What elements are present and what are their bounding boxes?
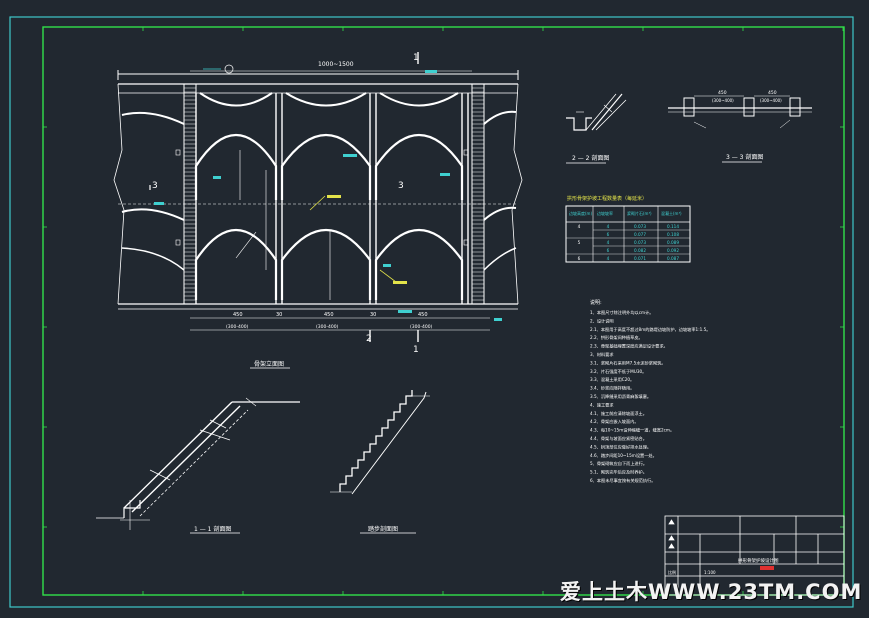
section-mark-2: 2 <box>366 334 372 344</box>
notes-line: 3.4、砂浆应随拌随用。 <box>590 385 634 392</box>
dim-bottom-5: 450 <box>418 312 428 318</box>
section-1-caption: 1 — 1 剖面图 <box>194 525 231 533</box>
elevation-caption: 骨架立面图 <box>254 360 284 368</box>
dim-bottom-sub-1: (300-400) <box>226 324 249 330</box>
notes-line: 5.1、砌筑完毕后应及时养护。 <box>590 469 647 476</box>
table-cell: 0.073 <box>634 224 646 229</box>
notes-line: 4.2、骨架应嵌入坡面内。 <box>590 418 639 425</box>
elevation-labels: 1000~1500 1 1 2 3 3 450 30 450 30 450 (3… <box>152 53 433 368</box>
notes-line: 4.3、每10~15m设伸缩缝一道，缝宽2cm。 <box>590 427 674 434</box>
dim-bottom-4: 30 <box>370 312 376 318</box>
outer-frame <box>9 16 854 608</box>
dim-bottom-sub-2: (300-400) <box>316 324 339 330</box>
notes-line: 2.1、本图用于高度不超过8m的路堤边坡防护，边坡坡率1:1.5。 <box>590 326 710 333</box>
section-3-dim-4: (300~400) <box>760 98 782 103</box>
table-cell: 0.077 <box>634 232 646 237</box>
notes-line: 2.3、骨架基础埋置深度应满足设计要求。 <box>590 343 668 350</box>
dim-bottom-1: 450 <box>233 312 243 318</box>
notes-line: 3.1、浆砌片石采用M7.5水泥砂浆砌筑。 <box>590 359 666 366</box>
elevation-annotations <box>154 68 502 321</box>
table-cell: 0.087 <box>667 256 679 261</box>
table-cell: 0.108 <box>667 232 679 237</box>
notes-line: 4.4、骨架与坡面应紧密贴合。 <box>590 435 647 442</box>
table-rows: 4 4 0.073 0.114 6 0.077 0.108 5 4 0.073 0.089 6 0.08… <box>566 224 690 261</box>
section-mark-3-left: 3 <box>152 181 158 191</box>
table-cell: 4 <box>578 224 581 229</box>
section-mark-3-right: 3 <box>398 181 404 191</box>
notes-title: 说明: <box>590 299 602 306</box>
section-mark-1-bottom: 1 <box>413 345 419 355</box>
section-3-caption: 3 — 3 剖面图 <box>726 153 763 161</box>
table-cell: 6 <box>578 256 581 261</box>
table-cell: 4 <box>607 256 610 261</box>
main-elevation <box>113 52 523 369</box>
section-3-dim-3: 450 <box>768 90 777 96</box>
quantity-table: 拱形骨架护坡工程数量表（每延米） 4 4 0.073 0.114 6 0.077 0.108… <box>565 195 691 263</box>
stair-hatch <box>184 87 484 301</box>
table-cell: 4 <box>607 224 610 229</box>
table-cell: 0.114 <box>667 224 679 229</box>
notes-line: 5、骨架砌筑应自下而上进行。 <box>590 460 647 467</box>
notes-line: 6、本图未尽事宜按有关规范执行。 <box>590 477 655 484</box>
title-block-text: 拱形骨架护坡设计图 比例 1:100 <box>668 557 779 575</box>
table-cell: 0.092 <box>667 248 679 253</box>
dim-bottom-2: 30 <box>276 312 282 318</box>
notes-line: 3.2、片石强度不低于MU30。 <box>590 368 646 375</box>
section-3-labels: 450 (300~400) 450 (300~400) 3 — 3 剖面图 <box>712 90 782 161</box>
step-caption: 踏步剖面图 <box>368 525 398 533</box>
top-dimension-label: 1000~1500 <box>318 61 354 68</box>
scale-label: 比例 <box>668 569 676 575</box>
step-drawing <box>330 390 430 534</box>
scale-value: 1:100 <box>704 570 716 575</box>
notes-line: 3.3、混凝土采用C20。 <box>590 376 634 383</box>
table-cell: 6 <box>607 232 610 237</box>
table-cell: 0.073 <box>634 240 646 245</box>
notes-line: 2.2、拱形骨架间种植草皮。 <box>590 334 643 341</box>
notes-line: 3.5、沉降缝采用沥青麻絮填塞。 <box>590 393 651 400</box>
table-cell: 0.089 <box>667 240 679 245</box>
table-header-concrete: 混凝土(m³) <box>661 210 682 216</box>
dim-bottom-sub-3: (300-400) <box>410 324 433 330</box>
section-mark-1-top: 1 <box>413 53 419 63</box>
title-block <box>664 515 845 596</box>
table-header-slope: 边坡坡率 <box>597 210 613 216</box>
table-cell: 4 <box>607 240 610 245</box>
table-header-height: 边坡高度(m) <box>569 210 592 216</box>
table-title: 拱形骨架护坡工程数量表（每延米） <box>567 195 647 202</box>
notes-line: 3、材料要求 <box>590 351 614 358</box>
notes-line: 4、施工要求 <box>590 401 614 408</box>
table-header-masonry: 浆砌片石(m³) <box>627 210 652 216</box>
frame-ticks <box>42 26 844 595</box>
section-3-dim-1: 450 <box>718 90 727 96</box>
notes-line: 4.6、踏步间距10~15m设置一处。 <box>590 452 657 459</box>
dim-bottom-3: 450 <box>324 312 334 318</box>
section-1-drawing <box>96 397 300 534</box>
notes-line: 4.1、施工前应清除坡面浮土。 <box>590 410 647 417</box>
section-3-dim-2: (300~400) <box>712 98 734 103</box>
notes-line: 2、设计说明 <box>590 317 614 324</box>
notes-line: 1、本图尺寸除注明外均以cm计。 <box>590 309 653 316</box>
table-cell: 0.071 <box>634 256 646 261</box>
notes-line: 4.5、拱顶部位应做好排水处理。 <box>590 443 651 450</box>
section-3-drawing <box>668 95 812 163</box>
table-cell: 5 <box>578 240 581 245</box>
drawing-title: 拱形骨架护坡设计图 <box>738 557 779 564</box>
inner-frame <box>42 26 845 596</box>
section-2-drawing <box>566 93 627 164</box>
table-cell: 0.082 <box>634 248 646 253</box>
section-2-caption: 2 — 2 剖面图 <box>572 154 609 162</box>
watermark: 爱上土木WWW.23TM.COM <box>560 580 863 604</box>
design-notes: 说明: 1、本图尺寸除注明外均以cm计。2、设计说明 2.1、本图用于高度不超过8… <box>590 299 710 484</box>
table-cell: 6 <box>607 248 610 253</box>
